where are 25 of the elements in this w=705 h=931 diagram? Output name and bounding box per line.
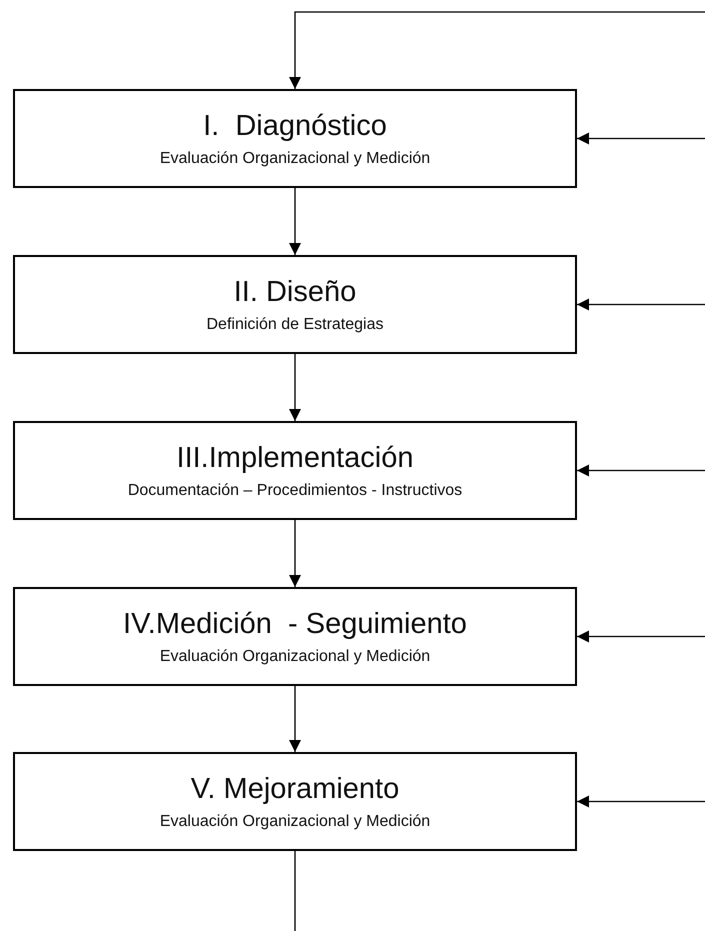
step-description: Evaluación Organizacional y Medición bbox=[160, 648, 430, 666]
step-title: I. Diagnóstico bbox=[203, 109, 387, 144]
arrow bbox=[289, 520, 301, 587]
arrow bbox=[577, 132, 705, 144]
step-title: IV.Medición - Seguimiento bbox=[123, 607, 467, 642]
step-description: Evaluación Organizacional y Medición bbox=[160, 812, 430, 831]
process-box bbox=[13, 421, 577, 520]
arrow bbox=[577, 298, 705, 310]
process-box bbox=[13, 587, 577, 686]
step-description: Documentación – Procedimientos - Instructivos bbox=[128, 482, 462, 500]
step-description: Evaluación Organizacional y Medición bbox=[160, 150, 430, 168]
process-box bbox=[13, 752, 577, 851]
arrow bbox=[289, 188, 301, 255]
process-box bbox=[13, 89, 577, 188]
arrow bbox=[289, 11, 705, 89]
step-title: II. Diseño bbox=[234, 275, 356, 310]
step-title: III.Implementación bbox=[176, 441, 414, 476]
arrow bbox=[577, 630, 705, 642]
step-title: V. Mejoramiento bbox=[190, 772, 400, 807]
arrow bbox=[289, 354, 301, 421]
arrow bbox=[289, 686, 301, 752]
arrow bbox=[577, 796, 705, 808]
step-description: Definición de Estrategias bbox=[206, 316, 384, 334]
arrow bbox=[577, 464, 705, 476]
process-box bbox=[13, 255, 577, 354]
